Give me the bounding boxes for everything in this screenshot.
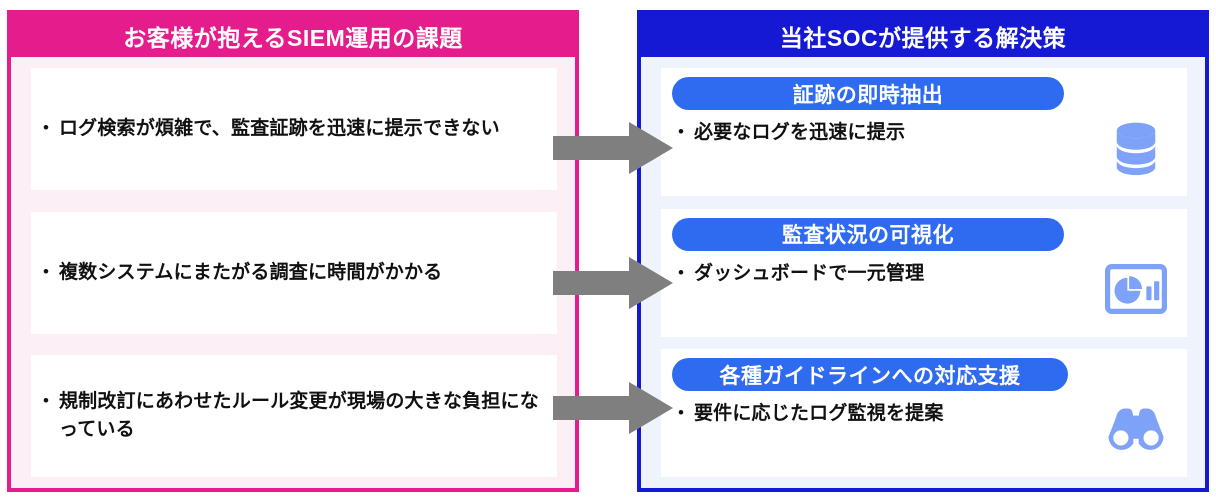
solution-pill-2: 監査状況の可視化 — [672, 217, 1064, 251]
bullet-dot-icon: • — [678, 122, 684, 141]
issues-panel-header: お客様が抱えるSIEM運用の課題 — [11, 14, 575, 57]
arrow-issue-1-to-solution-1 — [553, 120, 673, 176]
database-icon — [1099, 112, 1173, 184]
bullet-dot-icon: • — [43, 391, 49, 410]
solutions-panel: 当社SOCが提供する解決策 証跡の即時抽出 • 必要なログを迅速に提示 — [637, 10, 1209, 492]
arrow-issue-3-to-solution-3 — [553, 380, 673, 436]
bullet-row: • 必要なログを迅速に提示 — [672, 119, 1074, 146]
solution-text-2: ダッシュボードで一元管理 — [693, 262, 925, 284]
arrow-issue-2-to-solution-2 — [553, 255, 673, 311]
dashboard-chart-icon — [1099, 253, 1173, 325]
bullet-row: • ログ検索が煩雑で、監査証跡を迅速に提示できない — [39, 115, 541, 143]
issues-panel: お客様が抱えるSIEM運用の課題 • ログ検索が煩雑で、監査証跡を迅速に提示でき… — [7, 10, 579, 492]
solution-card-2: 監査状況の可視化 • ダッシュボードで一元管理 — [661, 208, 1187, 337]
solutions-panel-header: 当社SOCが提供する解決策 — [641, 14, 1205, 57]
issue-card-3: • 規制改訂にあわせたルール変更が現場の大きな負担になっている — [31, 355, 557, 477]
solutions-panel-body: 証跡の即時抽出 • 必要なログを迅速に提示 — [641, 57, 1205, 488]
bullet-dot-icon: • — [43, 118, 49, 137]
issue-text-1: ログ検索が煩雑で、監査証跡を迅速に提示できない — [58, 118, 500, 139]
solution-card-3: 各種ガイドラインへの対応支援 • 要件に応じたログ監視を提案 — [661, 349, 1187, 477]
bullet-row: • 複数システムにまたがる調査に時間がかかる — [39, 259, 541, 287]
bullet-dot-icon: • — [678, 262, 684, 282]
solution-pill-3: 各種ガイドラインへの対応支援 — [672, 358, 1068, 391]
issue-text-2: 複数システムにまたがる調査に時間がかかる — [58, 261, 443, 283]
solution-text-1: 必要なログを迅速に提示 — [693, 122, 906, 143]
issues-panel-body: • ログ検索が煩雑で、監査証跡を迅速に提示できない • 複数システムにまたがる調… — [11, 57, 575, 488]
solution-pill-1: 証跡の即時抽出 — [672, 77, 1064, 110]
issue-card-2: • 複数システムにまたがる調査に時間がかかる — [31, 211, 557, 334]
issue-card-1: • ログ検索が煩雑で、監査証跡を迅速に提示できない — [31, 68, 557, 190]
solution-text-3: 要件に応じたログ監視を提案 — [693, 403, 944, 424]
solution-card-1: 証跡の即時抽出 • 必要なログを迅速に提示 — [661, 68, 1187, 196]
bullet-dot-icon: • — [43, 261, 49, 281]
binoculars-icon — [1099, 393, 1173, 465]
bullet-row: • 要件に応じたログ監視を提案 — [672, 400, 1074, 427]
bullet-dot-icon: • — [678, 403, 684, 422]
bullet-row: • ダッシュボードで一元管理 — [672, 260, 1074, 287]
issue-text-3: 規制改訂にあわせたルール変更が現場の大きな負担になっている — [58, 391, 539, 440]
bullet-row: • 規制改訂にあわせたルール変更が現場の大きな負担になっている — [39, 388, 541, 444]
